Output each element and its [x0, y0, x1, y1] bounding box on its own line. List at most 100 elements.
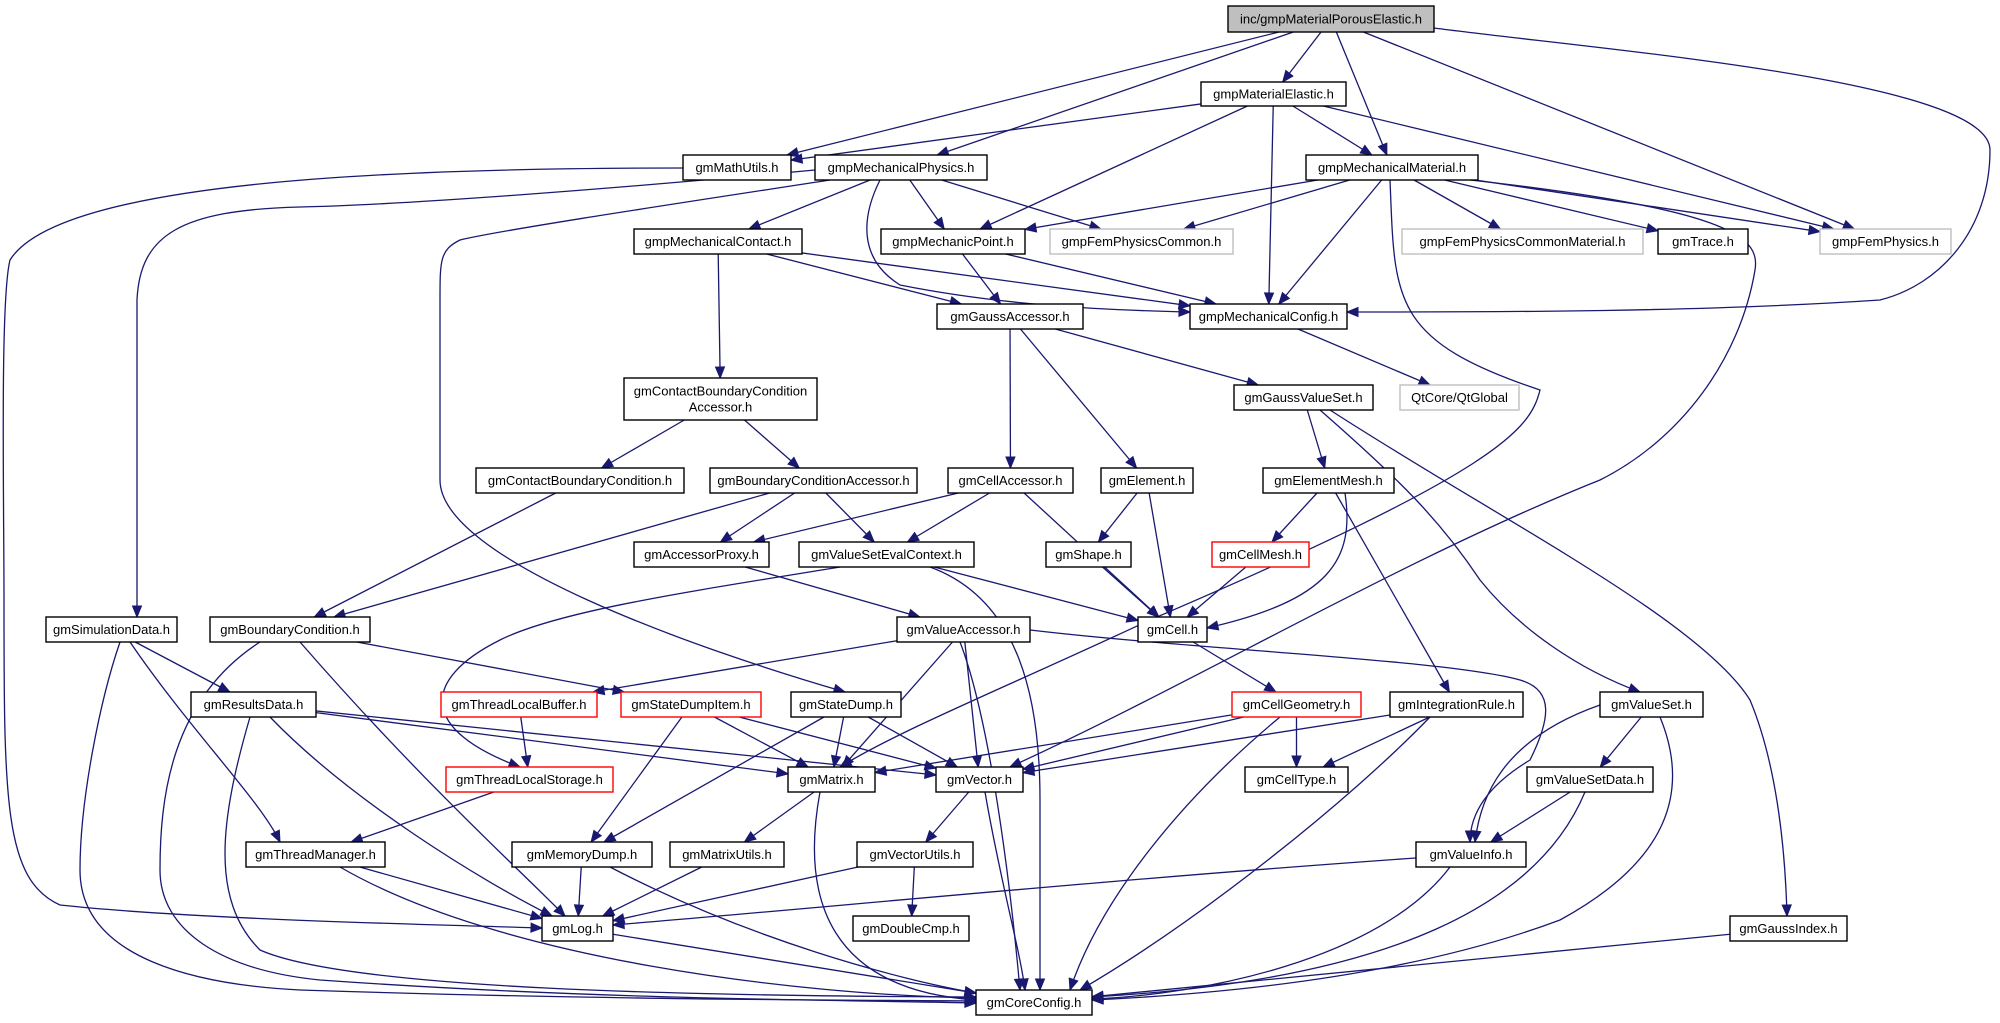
node-gmcellaccessor-h[interactable]: gmCellAccessor.h	[947, 467, 1074, 494]
edge-cellMesh-to-cell	[1186, 566, 1247, 618]
node-gmgaussvalueset-h[interactable]: gmGaussValueSet.h	[1233, 384, 1374, 411]
node-gmaccessorproxy-h[interactable]: gmAccessorProxy.h	[633, 541, 770, 568]
node-inc-gmpmaterialporouselastic-h[interactable]: inc/gmpMaterialPorousElastic.h	[1227, 5, 1435, 33]
node-box	[896, 616, 1031, 643]
edge-root-to-mechConfig	[1345, 27, 1991, 318]
edge-root-to-materialElastic	[1281, 31, 1322, 84]
node-gmtrace-h[interactable]: gmTrace.h	[1657, 228, 1749, 255]
node-gmthreadmanager-h[interactable]: gmThreadManager.h	[245, 841, 386, 868]
node-box	[1211, 541, 1310, 568]
node-box	[787, 766, 876, 793]
node-label: gmMatrix.h	[799, 772, 863, 787]
edge-contactBCAccessor-to-bcAccessor	[744, 419, 801, 469]
edge-line	[1091, 716, 1674, 1001]
node-gmthreadlocalbuffer-h[interactable]: gmThreadLocalBuffer.h	[440, 691, 598, 718]
node-gmmathutils-h[interactable]: gmMathUtils.h	[682, 154, 792, 181]
node-gmgaussaccessor-h[interactable]: gmGaussAccessor.h	[936, 303, 1084, 330]
node-label: gmElement.h	[1109, 473, 1186, 488]
node-label: gmVectorUtils.h	[869, 847, 960, 862]
node-label: gmBoundaryConditionAccessor.h	[717, 473, 909, 488]
node-gmcontactboundarycondition-h[interactable]: gmContactBoundaryCondition.h	[475, 467, 685, 494]
edge-line	[1148, 492, 1172, 618]
node-box	[633, 541, 770, 568]
node-box	[633, 228, 803, 255]
node-gmcell-h[interactable]: gmCell.h	[1137, 616, 1208, 643]
node-box	[1200, 81, 1347, 107]
node-gmstatedump-h[interactable]: gmStateDump.h	[790, 691, 902, 718]
node-box	[947, 467, 1074, 494]
node-box	[1657, 228, 1749, 255]
edge-line	[786, 31, 1280, 156]
edge-line	[315, 711, 789, 775]
node-gmvalueinfo-h[interactable]: gmValueInfo.h	[1415, 841, 1527, 868]
node-gmboundarycondition-h[interactable]: gmBoundaryCondition.h	[209, 616, 371, 643]
edge-cellGeometry-to-coreConfig	[1068, 716, 1281, 992]
node-gmpmechanicalcontact-h[interactable]: gmpMechanicalContact.h	[633, 228, 803, 255]
arrowhead-icon	[507, 758, 522, 768]
node-gmsimulationdata-h[interactable]: gmSimulationData.h	[45, 616, 178, 643]
node-gmvaluesetdata-h[interactable]: gmValueSetData.h	[1526, 766, 1654, 793]
node-label: gmpMechanicalMaterial.h	[1318, 160, 1466, 175]
node-gmshape-h[interactable]: gmShape.h	[1045, 541, 1132, 568]
edge-line	[959, 641, 1021, 991]
edge-elementMesh-to-integrationRule	[1335, 492, 1451, 694]
node-box	[936, 303, 1084, 330]
node-gmstatedumpitem-h[interactable]: gmStateDumpItem.h	[620, 691, 762, 718]
edge-threadLocalBuffer-to-threadLocalStorage	[520, 716, 532, 769]
arrowhead-icon	[1487, 218, 1502, 230]
node-label: gmVector.h	[947, 772, 1012, 787]
arrowhead-icon	[1097, 529, 1110, 544]
edge-gaussAccessor-to-gaussValueSet	[1055, 328, 1260, 387]
node-label: gmValueSetEvalContext.h	[811, 547, 962, 562]
edge-line	[1335, 31, 1388, 156]
node-gmlog-h[interactable]: gmLog.h	[541, 915, 614, 942]
node-gmpmechanicalconfig-h[interactable]: gmpMechanicalConfig.h	[1189, 303, 1348, 330]
node-gmvalueaccessor-h[interactable]: gmValueAccessor.h	[896, 616, 1031, 643]
edge-line	[1091, 933, 1731, 998]
edge-line	[936, 31, 1294, 156]
node-gmintegrationrule-h[interactable]: gmIntegrationRule.h	[1389, 691, 1524, 718]
node-gmthreadlocalstorage-h[interactable]: gmThreadLocalStorage.h	[445, 766, 614, 793]
node-gmmatrixutils-h[interactable]: gmMatrixUtils.h	[669, 841, 785, 868]
arrowhead-icon	[1599, 754, 1612, 769]
node-box	[1305, 154, 1479, 181]
edge-shape-to-cell	[1102, 566, 1160, 618]
node-gmelement-h[interactable]: gmElement.h	[1100, 467, 1194, 494]
node-label: gmMemoryDump.h	[527, 847, 638, 862]
node-gmvector-h[interactable]: gmVector.h	[935, 766, 1024, 793]
node-gmcellgeometry-h[interactable]: gmCellGeometry.h	[1231, 691, 1362, 718]
node-gmpmaterialelastic-h[interactable]: gmpMaterialElastic.h	[1200, 81, 1347, 107]
node-gmcoreconfig-h[interactable]: gmCoreConfig.h	[975, 989, 1093, 1016]
node-label: gmMathUtils.h	[695, 160, 778, 175]
node-gmpmechanicpoint-h[interactable]: gmpMechanicPoint.h	[880, 228, 1026, 255]
node-gmpmechanicalmaterial-h[interactable]: gmpMechanicalMaterial.h	[1305, 154, 1479, 181]
edge-threadManager-to-log	[359, 866, 544, 921]
edge-line	[1363, 31, 1855, 230]
edge-cellAccessor-to-accessorProxy	[752, 492, 959, 545]
node-gmcellmesh-h[interactable]: gmCellMesh.h	[1211, 541, 1310, 568]
node-gmmemorydump-h[interactable]: gmMemoryDump.h	[511, 841, 653, 868]
edge-mechContact-to-contactBCAccessor	[714, 253, 726, 380]
node-gmcelltype-h[interactable]: gmCellType.h	[1244, 766, 1349, 793]
edge-line	[1335, 492, 1450, 693]
node-gmmatrix-h[interactable]: gmMatrix.h	[787, 766, 876, 793]
edge-elementMesh-to-cellMesh	[1271, 492, 1318, 543]
node-label: gmThreadLocalBuffer.h	[452, 697, 587, 712]
node-gmgaussindex-h[interactable]: gmGaussIndex.h	[1729, 915, 1848, 942]
node-gmvectorutils-h[interactable]: gmVectorUtils.h	[856, 841, 974, 868]
node-gmvalueset-h[interactable]: gmValueSet.h	[1599, 691, 1704, 718]
arrowhead-icon	[907, 904, 918, 918]
edge-contactBCAccessor-to-contactBC	[600, 419, 685, 469]
edge-line	[717, 253, 721, 379]
node-gmvaluesetevalcontext-h[interactable]: gmValueSetEvalContext.h	[798, 541, 975, 568]
node-gmpmechanicalphysics-h[interactable]: gmpMechanicalPhysics.h	[814, 154, 988, 181]
node-gmdoublecmp-h[interactable]: gmDoubleCmp.h	[852, 915, 970, 942]
arrowhead-icon	[1146, 605, 1160, 618]
node-gmelementmesh-h[interactable]: gmElementMesh.h	[1262, 467, 1395, 494]
edge-line	[1022, 714, 1391, 774]
node-label: gmpMechanicalPhysics.h	[828, 160, 975, 175]
node-gmboundaryconditionaccessor-h[interactable]: gmBoundaryConditionAccessor.h	[709, 467, 918, 494]
arrowhead-icon	[1125, 612, 1140, 623]
node-gmresultsdata-h[interactable]: gmResultsData.h	[190, 691, 317, 718]
